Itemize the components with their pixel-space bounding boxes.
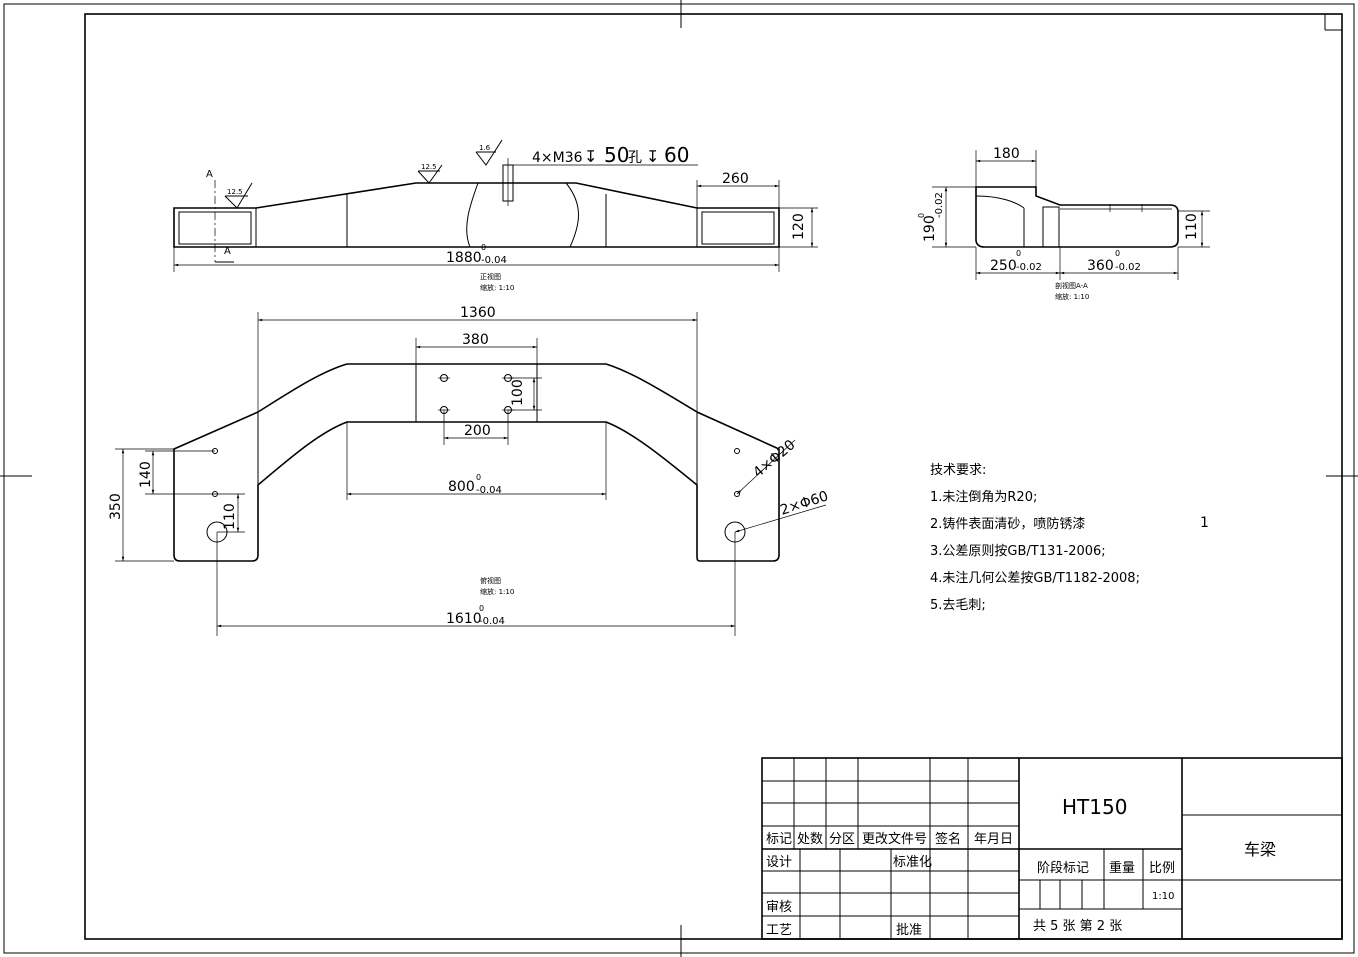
dim-110-section: 110 [1184, 213, 1200, 240]
tech-item-1: 1.未注倒角为R20; [930, 490, 1037, 505]
tol-360-upper: 0 [1115, 249, 1120, 258]
holes-small-callout: 4×Φ20 [750, 437, 798, 481]
tech-item-5: 5.去毛刺; [930, 598, 986, 613]
dim-1880: 1880 [446, 250, 482, 266]
review-label: 审核 [766, 900, 792, 915]
tol-250-upper: 0 [1016, 249, 1021, 258]
section-scale: 缩放: 1:10 [1055, 292, 1089, 301]
top-scale: 缩放: 1:10 [480, 587, 514, 596]
dim-360: 360 [1087, 258, 1114, 274]
dim-350: 350 [108, 493, 124, 520]
dim-260: 260 [722, 171, 749, 187]
tol-190-lower: -0.02 [934, 192, 945, 218]
process-label: 工艺 [766, 923, 792, 938]
roughness-symbol-2: 12.5 [417, 163, 443, 184]
top-caption: 俯视图 [480, 576, 501, 585]
section-mark-top: A [206, 169, 213, 180]
front-view: A A 1.6 12.5 12.5 4×M36 ↧ 50 孔 ↧ 60 [173, 139, 818, 292]
title-block: HT150 车梁 标记 处数 分区 更改文件号 签名 年月日 设计 标准化 审核… [761, 757, 1343, 940]
tol-360-lower: -0.02 [1115, 262, 1141, 273]
tol-190-upper: 0 [917, 213, 926, 218]
sheet-count: 共 5 张 第 2 张 [1033, 919, 1122, 934]
dim-120: 120 [791, 213, 807, 240]
dim-110-top: 110 [222, 503, 238, 530]
svg-text:50: 50 [604, 143, 629, 167]
tech-item-4: 4.未注几何公差按GB/T1182-2008; [930, 570, 1140, 586]
roughness-symbol-1: 1.6 [475, 139, 503, 166]
front-scale: 缩放: 1:10 [480, 283, 514, 292]
hdr-date: 年月日 [974, 832, 1013, 847]
hdr-zone: 分区 [829, 832, 855, 847]
weight-label: 重量 [1109, 860, 1135, 876]
svg-text:1.6: 1.6 [479, 144, 491, 152]
top-view: 1360 380 100 200 800 0 -0.04 140 350 [108, 305, 830, 636]
thread-callout: 4×M36 ↧ 50 孔 ↧ 60 [532, 143, 689, 167]
svg-text:12.5: 12.5 [227, 188, 243, 196]
tol-250-lower: -0.02 [1016, 262, 1042, 273]
hdr-sign: 签名 [935, 831, 961, 847]
dim-140: 140 [138, 461, 154, 488]
roughness-symbol-3: 12.5 [224, 182, 253, 209]
svg-text:4×M36: 4×M36 [532, 150, 583, 166]
technical-requirements: 技术要求: 1.未注倒角为R20; 2.铸件表面清砂，喷防锈漆 3.公差原则按G… [930, 463, 1209, 613]
section-view: 180 190 0 -0.02 110 250 0 -0.02 360 0 -0… [917, 146, 1210, 301]
tech-item-2: 2.铸件表面清砂，喷防锈漆 [930, 516, 1085, 532]
design-label: 设计 [766, 855, 792, 870]
section-mark-bottom: A [224, 246, 231, 257]
material: HT150 [1062, 795, 1127, 819]
svg-text:↧: ↧ [584, 147, 597, 166]
front-caption: 正视图 [480, 272, 501, 281]
dim-1610: 1610 [446, 611, 482, 627]
dim-190: 190 [922, 215, 938, 242]
dim-250: 250 [990, 258, 1017, 274]
svg-text:60: 60 [664, 143, 689, 167]
stage-label: 阶段标记 [1037, 861, 1089, 876]
holes-large-callout: 2×Φ60 [778, 488, 830, 519]
tech-item-3: 3.公差原则按GB/T131-2006; [930, 544, 1106, 559]
standard-label: 标准化 [893, 855, 932, 870]
plate-holes [438, 374, 514, 414]
tol-upper: 0 [481, 243, 486, 252]
hdr-doc: 更改文件号 [862, 832, 927, 847]
scale-label: 比例 [1149, 861, 1175, 876]
svg-text:↧: ↧ [646, 147, 659, 166]
tol-1610-upper: 0 [479, 604, 484, 613]
svg-text:孔: 孔 [628, 150, 642, 166]
dim-1360: 1360 [460, 305, 496, 321]
section-caption: 剖视图A-A [1055, 281, 1088, 290]
part-name: 车梁 [1244, 840, 1276, 859]
hdr-count: 处数 [797, 832, 823, 847]
tol-1610-lower: -0.04 [479, 616, 505, 627]
tech-title: 技术要求: [930, 463, 986, 478]
approve-label: 批准 [896, 923, 922, 938]
tol-lower: -0.04 [481, 255, 507, 266]
stray-number: 1 [1200, 515, 1209, 531]
dim-380: 380 [462, 332, 489, 348]
scale-value: 1:10 [1152, 891, 1174, 902]
hdr-mark: 标记 [766, 832, 792, 847]
dim-800: 800 [448, 479, 475, 495]
dim-200: 200 [464, 423, 491, 439]
dim-100: 100 [510, 379, 526, 406]
tol-800-upper: 0 [476, 473, 481, 482]
dim-180: 180 [993, 146, 1020, 162]
svg-text:12.5: 12.5 [421, 163, 437, 171]
tol-800-lower: -0.04 [476, 485, 502, 496]
